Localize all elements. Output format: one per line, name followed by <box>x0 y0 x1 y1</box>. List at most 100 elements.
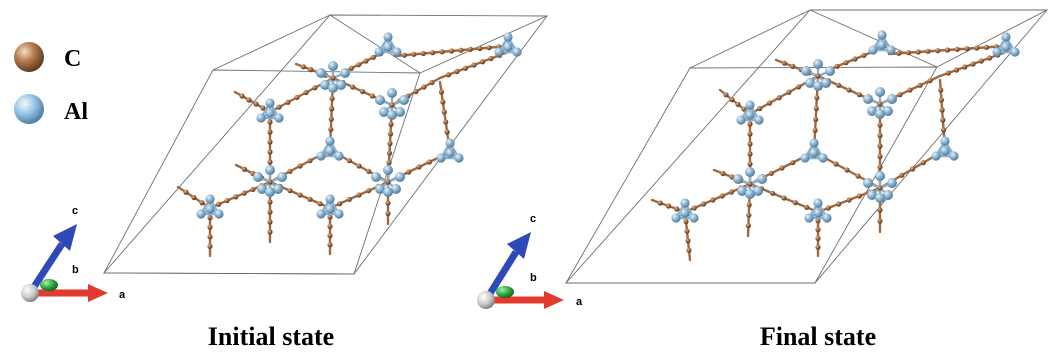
aluminum-atom <box>399 95 409 105</box>
legend: C Al <box>14 42 88 125</box>
carbon-atom <box>385 210 391 217</box>
carbon-atom <box>329 95 335 102</box>
carbon-atom <box>267 139 273 145</box>
carbon-atom <box>877 185 883 191</box>
aluminum-atom <box>809 138 819 148</box>
axis-triad-final: c b a <box>477 213 583 309</box>
axis-a-arrowhead <box>544 291 564 309</box>
carbon-atom <box>812 127 818 133</box>
carbon-atom <box>927 78 933 84</box>
carbon-atom <box>253 101 259 107</box>
carbon-atom <box>939 107 945 113</box>
carbon-atom <box>770 190 776 196</box>
carbon-atom <box>389 102 395 108</box>
carbon-atom <box>962 64 968 70</box>
aluminum-atom <box>383 165 393 175</box>
aluminum-atom <box>949 151 959 161</box>
carbon-atom <box>815 235 821 241</box>
aluminum-atom <box>689 213 699 223</box>
carbon-atom <box>978 58 984 64</box>
carbon-atom <box>768 170 774 176</box>
carbon-atom <box>877 132 883 139</box>
carbon-atom <box>954 46 960 52</box>
aluminum-atom <box>503 32 513 42</box>
carbon-atom <box>877 218 883 224</box>
aluminum-atom <box>754 115 764 125</box>
aluminum-atom <box>1010 47 1020 57</box>
aluminum-atom <box>395 172 405 182</box>
cell-edge <box>419 15 548 74</box>
aluminum-atom-swatch <box>14 94 44 124</box>
carbon-atom <box>691 205 697 211</box>
aluminum-atom <box>863 94 873 104</box>
carbon-atom <box>421 84 427 90</box>
aluminum-atom <box>801 66 811 76</box>
carbon-atom <box>846 87 852 93</box>
carbon-atom <box>747 131 753 137</box>
axis-c-arrowhead <box>53 224 77 251</box>
carbon-atom <box>728 189 735 195</box>
aluminum-atom <box>813 208 823 218</box>
aluminum-atom <box>940 136 950 146</box>
carbon-atom <box>844 167 850 173</box>
aluminum-atom <box>813 59 823 69</box>
carbon-atom <box>720 170 726 177</box>
carbon-atom <box>267 179 273 185</box>
aluminum-atom <box>503 42 513 52</box>
aluminum-atom <box>867 190 877 200</box>
aluminum-atom <box>813 81 823 91</box>
aluminum-atom <box>316 151 326 161</box>
carbon-atom <box>479 59 486 65</box>
aluminum-atom <box>328 83 338 93</box>
carbon-atom <box>735 101 741 107</box>
aluminum-atom <box>877 40 887 50</box>
carbon-atom <box>462 65 469 71</box>
carbon-atom <box>330 75 336 81</box>
carbon-atom <box>312 85 318 91</box>
carbon-atom <box>267 149 273 155</box>
carbon-atom <box>246 97 252 103</box>
carbon-atom <box>843 60 849 66</box>
carbon-atom <box>300 64 306 70</box>
carbon-atom <box>747 121 753 127</box>
carbon-atom <box>267 219 273 225</box>
carbon-atom <box>815 244 821 250</box>
carbon-atom <box>905 50 912 56</box>
carbon-atom <box>896 50 902 56</box>
carbon-atom <box>983 44 990 50</box>
carbon-atom <box>766 100 773 106</box>
aluminum-atom <box>818 153 828 163</box>
aluminum-atom <box>1001 32 1011 42</box>
cell-back-face <box>103 69 421 275</box>
aluminum-atom <box>391 184 401 194</box>
carbon-atom <box>897 92 903 98</box>
axis-c-arrow <box>483 250 519 302</box>
aluminum-atom <box>334 151 344 161</box>
carbon-atom <box>907 87 913 93</box>
unit-cell-initial <box>103 14 548 275</box>
carbon-atom <box>781 60 788 66</box>
carbon-atom <box>986 55 993 61</box>
aluminum-atom <box>325 136 335 146</box>
axis-c-arrowhead <box>507 232 531 259</box>
carbon-atom <box>294 94 300 101</box>
carbon-atom <box>438 89 445 95</box>
carbon-atom <box>250 186 256 193</box>
panel-final: c b a Final state <box>477 9 1048 351</box>
carbon-atom <box>747 161 753 167</box>
carbon-atom <box>685 238 691 244</box>
carbon-atom <box>877 207 883 213</box>
carbon-atom <box>723 92 729 98</box>
carbon-atom <box>328 116 334 122</box>
carbon-atom <box>792 200 798 206</box>
aluminum-atom <box>931 151 941 161</box>
aluminum-atom <box>371 172 381 182</box>
carbon-atom <box>401 52 408 58</box>
carbon-atom <box>746 212 752 218</box>
carbon-atom <box>348 65 354 71</box>
carbon-atom <box>745 223 752 229</box>
carbon-atom <box>441 109 447 115</box>
aluminum-atom <box>387 88 397 98</box>
aluminum-atom <box>733 174 743 184</box>
aluminum-atom <box>334 209 344 219</box>
